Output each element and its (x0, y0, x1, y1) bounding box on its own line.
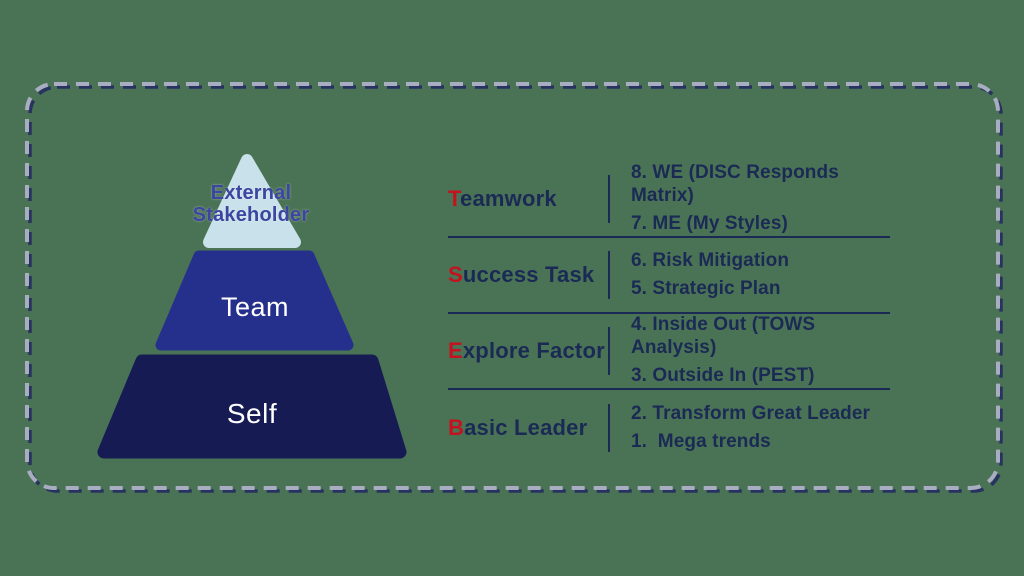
legend-initial-basic-leader: B (448, 415, 465, 440)
legend-label-basic-leader: Basic Leader (448, 415, 608, 441)
legend-row-basic-leader: Basic Leader 2. Transform Great Leader 1… (448, 390, 890, 466)
legend-item: 1. Mega trends (631, 430, 771, 452)
legend-panel: Teamwork 8. WE (DISC Responds Matrix) 7.… (448, 162, 890, 466)
pyramid-label-team: Team (220, 292, 290, 322)
legend-items-teamwork: 8. WE (DISC Responds Matrix) 7. ME (My S… (610, 162, 890, 235)
legend-rest-explore-factor: xplore Factor (462, 338, 605, 363)
legend-row-success-task: Success Task 6. Risk Mitigation 5. Strat… (448, 238, 890, 314)
legend-items-basic-leader: 2. Transform Great Leader 1. Mega trends (610, 403, 870, 454)
vertical-divider (608, 327, 610, 375)
legend-rest-basic-leader: asic Leader (464, 415, 588, 440)
legend-initial-explore-factor: E (448, 338, 463, 363)
legend-row-teamwork: Teamwork 8. WE (DISC Responds Matrix) 7.… (448, 162, 890, 238)
pyramid-label-external-stakeholder: External Stakeholder (192, 182, 310, 226)
legend-items-success-task: 6. Risk Mitigation 5. Strategic Plan (610, 250, 789, 301)
legend-rest-teamwork: eamwork (460, 186, 557, 211)
legend-rest-success-task: uccess Task (462, 262, 595, 287)
legend-label-success-task: Success Task (448, 262, 608, 288)
legend-item: 6. Risk Mitigation (631, 249, 790, 271)
legend-items-explore-factor: 4. Inside Out (TOWS Analysis) 3. Outside… (610, 314, 890, 387)
vertical-divider (608, 404, 610, 452)
legend-row-explore-factor: Explore Factor 4. Inside Out (TOWS Analy… (448, 314, 890, 390)
legend-item: 7. ME (My Styles) (631, 212, 788, 234)
legend-label-explore-factor: Explore Factor (448, 338, 608, 364)
vertical-divider (608, 251, 610, 299)
legend-initial-teamwork: T (448, 186, 461, 211)
vertical-divider (608, 175, 610, 223)
legend-item: 8. WE (DISC Responds Matrix) (631, 162, 845, 207)
legend-item: 3. Outside In (PEST) (631, 364, 815, 386)
legend-item: 4. Inside Out (TOWS Analysis) (631, 314, 820, 359)
legend-item: 5. Strategic Plan (631, 277, 781, 299)
legend-item: 2. Transform Great Leader (631, 402, 871, 424)
pyramid-label-self: Self (226, 398, 278, 429)
legend-initial-success-task: S (448, 262, 463, 287)
legend-label-teamwork: Teamwork (448, 186, 608, 212)
